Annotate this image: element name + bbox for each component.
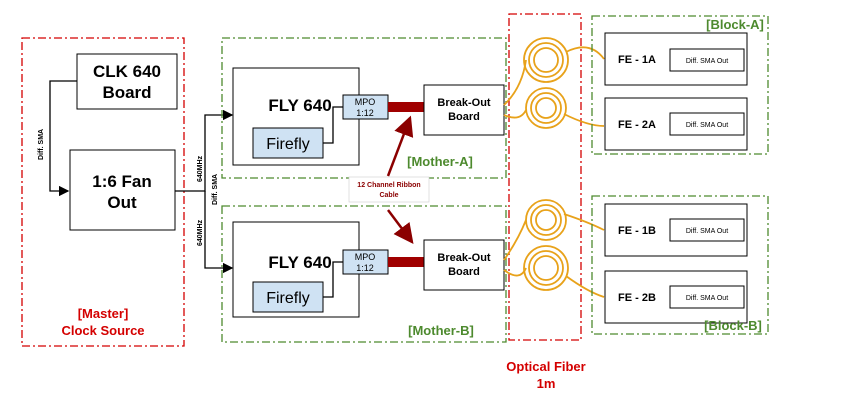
mother-a-firefly-link: [323, 106, 343, 144]
fe-2a-sma-box: [669, 112, 745, 136]
mother-b-breakout-line1: Break-Out: [437, 252, 491, 264]
diff-sma-label: Diff. SMA: [38, 129, 45, 160]
block-b-group: [591, 195, 769, 335]
clk-board-line2: Board: [102, 83, 151, 102]
ribbon-arrow-up: [386, 115, 414, 177]
fiber-line-breakout-b-1: [503, 219, 527, 261]
mother-b-group: [221, 205, 507, 343]
mother-a-breakout-line1: Break-Out: [437, 97, 491, 109]
mother-a-firefly-label: Firefly: [266, 136, 310, 153]
fe-2b-sma-label: Diff. SMA Out: [686, 295, 728, 302]
ribbon-label-line1: 12 Channel Ribbon: [357, 182, 420, 189]
fe-1a-sma-label: Diff. SMA Out: [686, 58, 728, 65]
mother-a-mpo-line1: MPO: [355, 97, 376, 107]
fanout-to-mother-a-line: [175, 109, 234, 192]
master-group: [21, 37, 185, 347]
diff-sma-label-2: Diff. SMA: [212, 174, 219, 205]
fe-1a-sma-box: [669, 48, 745, 72]
fiber-line-fe-2b: [565, 275, 605, 298]
mother-b-mpo-box: [342, 249, 389, 275]
mother-a-tag: [Mother-A]: [407, 154, 473, 169]
fiber-coil-a2: [525, 87, 567, 129]
mother-a-fly-label: FLY 640: [268, 96, 331, 115]
fanout-line2: Out: [107, 193, 137, 212]
clk-to-fanout-line: [49, 80, 77, 197]
optical-fiber-group: [508, 13, 582, 341]
mother-b-ribbon-connector: [388, 257, 424, 267]
fanout-box: [69, 149, 176, 231]
fiber-line-fe-1a: [565, 46, 605, 60]
clk-board-box: [76, 53, 178, 110]
mother-b-firefly-link: [323, 261, 343, 298]
fiber-line-fe-2a: [563, 113, 605, 127]
mother-a-mpo-line2: 1:12: [356, 108, 374, 118]
ribbon-label-box: [348, 176, 430, 203]
fe-2a-label: FE - 2A: [618, 119, 656, 131]
mother-b-firefly-label: Firefly: [266, 290, 310, 307]
freq-bottom-label: 640MHz: [197, 219, 204, 246]
mother-b-tag: [Mother-B]: [408, 323, 474, 338]
mother-b-breakout-line2: Board: [448, 266, 480, 278]
fiber-line-breakout-a-2: [503, 109, 527, 119]
mother-b-breakout-box: [423, 239, 505, 291]
mother-a-breakout-line2: Board: [448, 111, 480, 123]
fe-1a-label: FE - 1A: [618, 54, 656, 66]
block-a-tag: [Block-A]: [706, 17, 764, 32]
master-tag: [Master]: [78, 306, 129, 321]
fiber-line-breakout-a-1: [503, 59, 527, 106]
mother-a-ribbon-connector: [388, 102, 424, 112]
fanout-to-mother-b-line: [204, 191, 234, 274]
fiber-line-fe-1b: [563, 213, 605, 231]
fiber-coil-b1: [525, 199, 567, 241]
mother-b-mpo-line2: 1:12: [356, 263, 374, 273]
fe-2b-label: FE - 2B: [618, 292, 656, 304]
fe-2a-sma-label: Diff. SMA Out: [686, 122, 728, 129]
block-b-tag: [Block-B]: [704, 318, 762, 333]
mother-b-fly-label: FLY 640: [268, 253, 331, 272]
master-subtitle: Clock Source: [61, 323, 144, 338]
fiber-coil-b2: [523, 245, 569, 291]
mother-a-breakout-box: [423, 84, 505, 136]
ribbon-label-line2: Cable: [379, 192, 398, 199]
fe-2b-sma-box: [669, 285, 745, 309]
fiber-line-breakout-b-2: [503, 267, 527, 277]
ribbon-arrow-down: [387, 209, 414, 244]
optical-fiber-label-line1: Optical Fiber: [506, 359, 585, 374]
freq-top-label: 640MHz: [197, 155, 204, 182]
mother-b-mpo-line1: MPO: [355, 252, 376, 262]
fe-1b-sma-label: Diff. SMA Out: [686, 228, 728, 235]
fanout-line1: 1:6 Fan: [92, 172, 152, 191]
fe-1b-sma-box: [669, 218, 745, 242]
block-a-group: [591, 15, 769, 155]
mother-a-mpo-box: [342, 94, 389, 120]
fe-1b-label: FE - 1B: [618, 225, 656, 237]
optical-fiber-label-line2: 1m: [537, 376, 556, 391]
fiber-coil-a1: [523, 37, 569, 83]
clk-board-line1: CLK 640: [93, 62, 161, 81]
